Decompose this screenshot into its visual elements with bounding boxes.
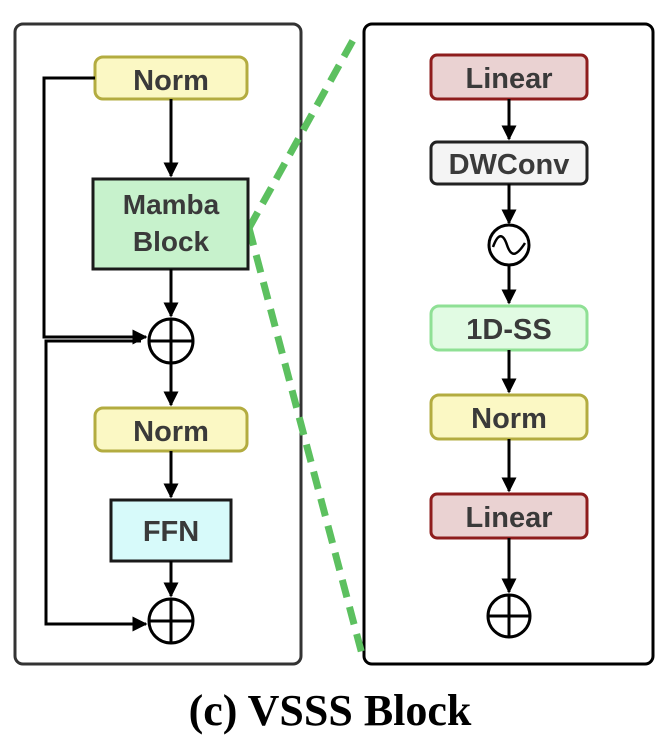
mamba-block-box [91,177,250,271]
norm-mid-label: Norm [133,416,209,448]
zoom-line-bottom [245,227,367,659]
skip-connection-2 [44,339,148,632]
activation-icon [487,223,531,267]
linear-bottom-label: Linear [465,502,552,534]
ffn-label: FFN [143,516,199,548]
skip-connection-1 [42,76,148,345]
caption: (c) VSSS Block [189,686,472,735]
norm-right-label: Norm [471,403,547,435]
mamba-block-label-line1: Mamba [123,189,220,220]
add-icon-1 [147,317,195,365]
mamba-block-label-line2: Block [133,226,210,257]
norm-top-label: Norm [133,65,209,97]
ss1d-label: 1D-SS [466,314,551,346]
linear-top-label: Linear [465,63,552,95]
add-icon-2 [147,597,195,645]
zoom-line-top [245,31,361,230]
ffn-box [109,498,233,563]
dwconv-label: DWConv [449,149,570,181]
add-icon-right [486,593,532,639]
